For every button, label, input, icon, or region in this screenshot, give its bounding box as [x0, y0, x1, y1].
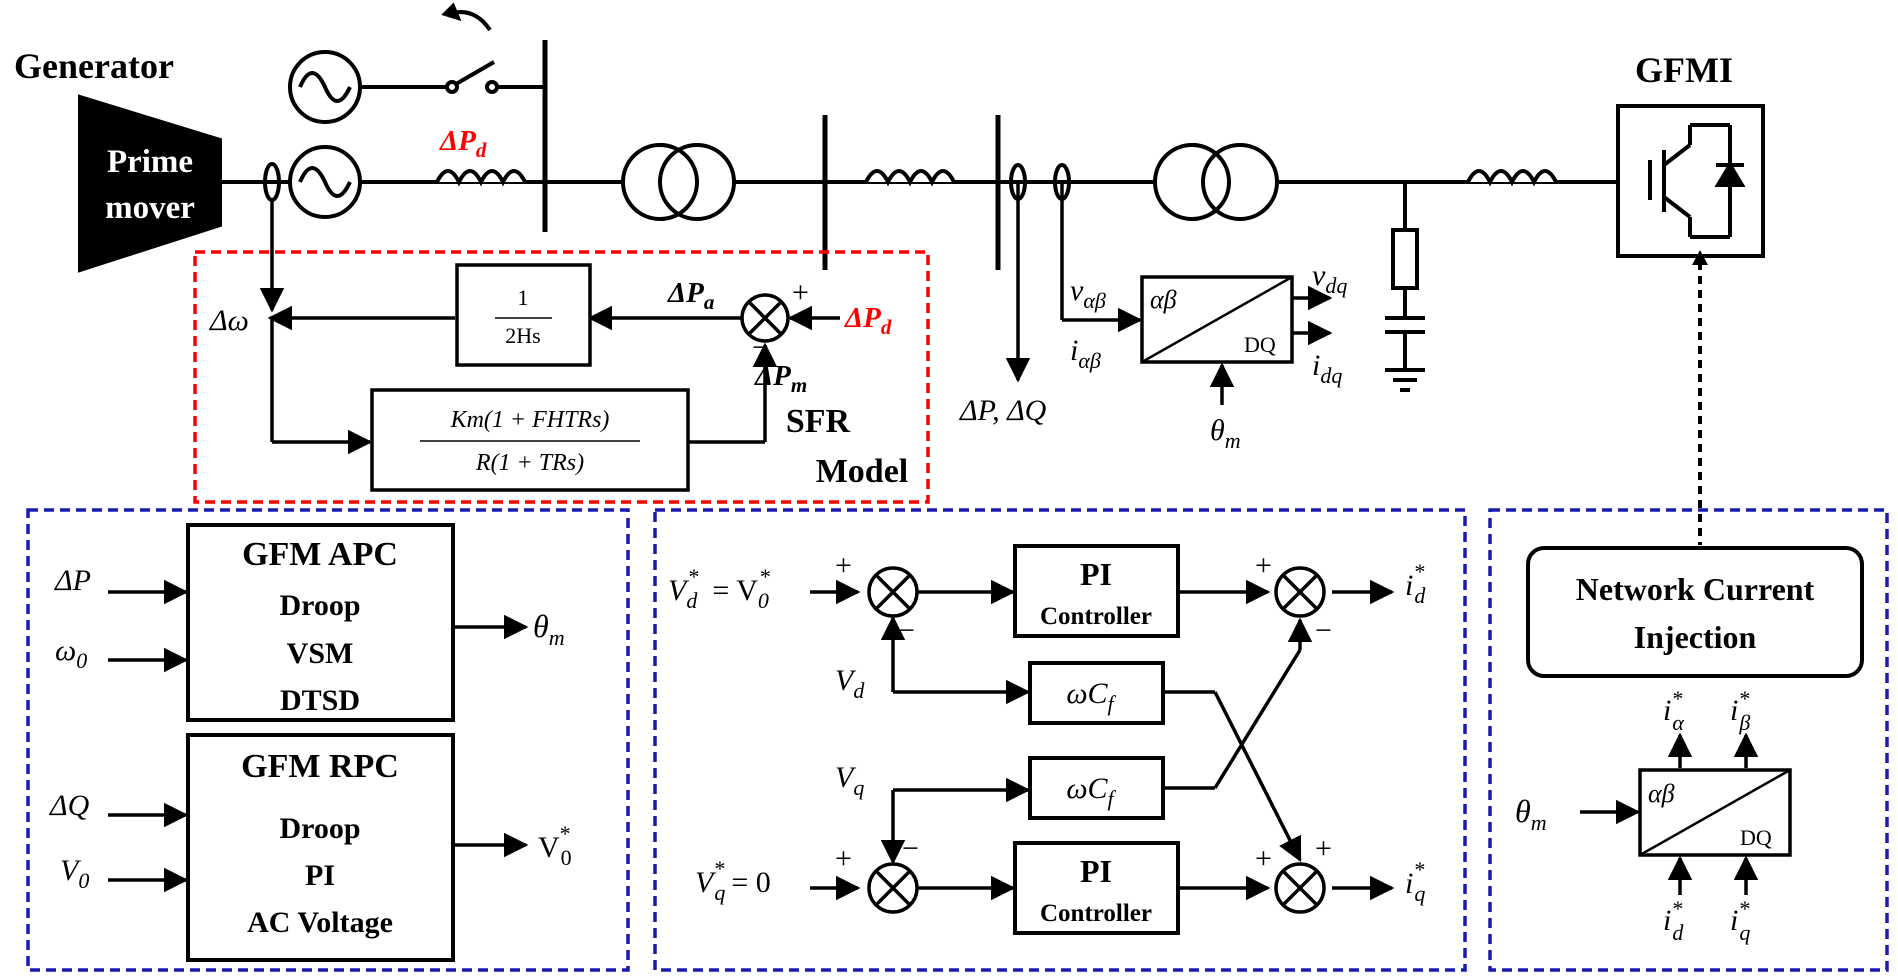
inductor-3-icon: [1466, 169, 1558, 187]
v-alphabeta-label: vαβ: [1070, 274, 1106, 313]
inductor-2-icon: [864, 169, 956, 187]
wcf-block-d: [1028, 661, 1165, 725]
power-circuit: [78, 2, 1765, 545]
wcf-q-label: ωCf: [1066, 772, 1116, 811]
delta-pm-label: ΔPm: [754, 360, 807, 397]
pi-d-title: PI: [1080, 556, 1112, 592]
apc-in-1: ΔP: [54, 564, 91, 597]
prime-mover-block: [78, 94, 222, 273]
delta-pa-label: ΔPa: [667, 277, 714, 314]
apc-in-2: ω0: [55, 634, 87, 673]
sfr-plus: +: [792, 276, 809, 309]
nci-dq-label: DQ: [1740, 825, 1772, 850]
tf-2-turbine-block: [370, 388, 690, 492]
theta-m-mid-label: θm: [1210, 414, 1241, 453]
nci-theta-label: θm: [1515, 793, 1547, 835]
pi-q-title: PI: [1080, 853, 1112, 889]
id-out-label: i*d: [1405, 559, 1426, 608]
vd-ref-label: Vd*= V0*: [668, 564, 770, 613]
sfr-model-frame: [193, 250, 930, 504]
sum1-minus: −: [898, 614, 915, 647]
apc-line-1: Droop: [279, 589, 360, 622]
sum4-plus-left: +: [1255, 842, 1272, 875]
pi-q-sub: Controller: [1040, 900, 1152, 927]
network-current-injection-box: [1526, 546, 1864, 678]
apc-rpc-panel: [26, 508, 630, 972]
sum1-plus: +: [835, 549, 852, 582]
vq-ref-label: V*q= 0: [695, 856, 771, 905]
sfr-label-2: Model: [816, 453, 909, 490]
generator-label: Generator: [14, 46, 174, 86]
delta-omega-label: Δω: [209, 304, 249, 337]
current-controller-panel: [653, 508, 1467, 972]
pi-controller-d: [1013, 544, 1180, 638]
nci-i-alpha-label: i*α: [1663, 686, 1684, 735]
nci-title-1: Network Current: [1576, 571, 1815, 607]
cc-sum-junctions: [867, 566, 1326, 914]
sum4-plus-top: +: [1315, 832, 1332, 865]
rpc-in-1: ΔQ: [49, 789, 90, 822]
vq-label: Vq: [835, 761, 864, 800]
delta-pd-top-label: ΔPd: [439, 125, 487, 162]
sum2-plus: +: [1255, 549, 1272, 582]
apc-out: θm: [533, 608, 565, 650]
rpc-in-2: V0: [60, 854, 89, 893]
rpc-line-1: Droop: [279, 812, 360, 845]
rpc-out: V*0: [538, 821, 572, 870]
iq-out-label: i*q: [1405, 857, 1425, 906]
nci-id-label: i*d: [1663, 896, 1684, 945]
vd-label: Vd: [835, 664, 865, 703]
rpc-title: GFM RPC: [241, 748, 399, 785]
v-dq-label: vdq: [1312, 259, 1347, 298]
nci-ab-label: αβ: [1648, 779, 1675, 808]
prime-mover-label-1: Prime: [107, 144, 193, 180]
gfm-rpc-box: [186, 733, 455, 962]
dp-dq-label: ΔP, ΔQ: [959, 394, 1047, 427]
rpc-line-3: AC Voltage: [247, 906, 393, 939]
nci-panel: [1488, 508, 1889, 972]
sfr-minus: −: [752, 331, 769, 364]
gfmi-label: GFMI: [1635, 50, 1733, 90]
sfr-signal-lines: [259, 182, 1143, 455]
wcf-block-q: [1028, 756, 1165, 820]
i-alphabeta-label: iαβ: [1070, 334, 1101, 373]
sfr-label-1: SFR: [786, 403, 851, 440]
rpc-line-2: PI: [305, 859, 335, 892]
nci-iq-label: i*q: [1730, 896, 1750, 945]
sum2-minus: −: [1315, 614, 1332, 647]
filter-resistor: [1391, 228, 1419, 290]
sum3-plus: +: [835, 842, 852, 875]
tf-1-den: 2Hs: [505, 323, 540, 348]
tf-1-2hs-block: [455, 263, 592, 367]
sum3-minus: −: [902, 832, 919, 865]
tf-2-den: R(1 + TRs): [475, 450, 584, 476]
inductor-1-icon: [435, 169, 527, 187]
apc-title: GFM APC: [242, 536, 398, 573]
nci-i-beta-label: i*β: [1730, 686, 1750, 735]
gfm-apc-box: [186, 523, 455, 722]
prime-mover-label-2: mover: [105, 190, 195, 226]
tf-1-num: 1: [518, 285, 529, 310]
wcf-d-label: ωCf: [1066, 677, 1116, 716]
tf-2-num: Km(1 + FHTRs): [450, 407, 610, 433]
dq-label: DQ: [1244, 332, 1276, 357]
cc-signal-lines: [810, 579, 1395, 901]
delta-pd-right-label: ΔPd: [844, 302, 892, 339]
apc-line-3: DTSD: [280, 684, 360, 717]
ab-label: αβ: [1150, 285, 1177, 314]
pi-d-sub: Controller: [1040, 603, 1152, 630]
apc-line-2: VSM: [287, 637, 354, 670]
i-dq-label: idq: [1312, 349, 1342, 388]
pi-controller-q: [1013, 841, 1180, 935]
nci-title-2: Injection: [1634, 619, 1757, 655]
